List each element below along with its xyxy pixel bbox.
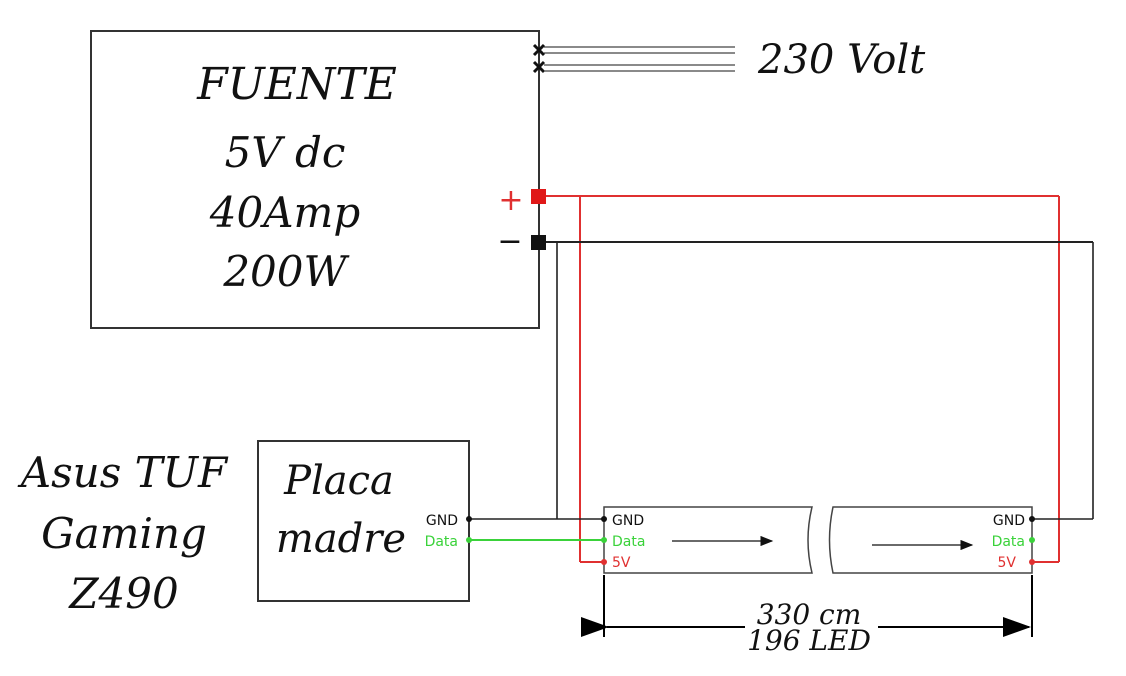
strip-right-gnd-pin <box>1029 516 1035 522</box>
ac-input-terminals <box>532 43 735 74</box>
plus-sign: + <box>498 183 523 218</box>
power-supply-power: 200W <box>222 247 350 296</box>
motherboard-name-line3: Z490 <box>67 569 178 618</box>
motherboard-box-line2: madre <box>276 516 406 562</box>
power-supply-current: 40Amp <box>209 188 361 237</box>
strip-led-count-label: 196 LED <box>747 624 871 657</box>
ac-input-label: 230 Volt <box>757 37 926 83</box>
strip-right-5v-pin <box>1029 559 1035 565</box>
power-supply-title: FUENTE <box>196 59 397 110</box>
strip-left-data-label: Data <box>612 534 645 550</box>
motherboard-name-line1: Asus TUF <box>17 448 229 497</box>
positive-wire <box>546 195 1060 563</box>
power-supply-voltage: 5V dc <box>225 128 346 177</box>
ground-wire <box>469 241 1094 520</box>
negative-terminal <box>531 235 546 250</box>
motherboard-name-line2: Gaming <box>41 509 207 558</box>
strip-length-label: 330 cm <box>757 598 862 631</box>
strip-left-gnd-label: GND <box>612 513 644 529</box>
strip-left-5v-pin <box>601 559 607 565</box>
strip-right-data-pin <box>1029 537 1035 543</box>
strip-left-gnd-pin <box>601 516 607 522</box>
strip-right-gnd-label: GND <box>993 513 1025 529</box>
led-strip-left-segment <box>603 506 813 574</box>
minus-sign: − <box>497 224 522 259</box>
positive-terminal <box>531 189 546 204</box>
motherboard-gnd-pin-label: GND <box>426 513 458 529</box>
power-supply-box <box>90 30 540 329</box>
strip-left-5v-label: 5V <box>612 555 631 571</box>
motherboard-data-pin-label: Data <box>425 534 458 550</box>
strip-left-data-pin <box>601 537 607 543</box>
strip-right-data-label: Data <box>992 534 1025 550</box>
motherboard-gnd-pin <box>466 516 472 522</box>
strip-right-5v-label: 5V <box>998 555 1017 571</box>
motherboard-box-line1: Placa <box>283 458 394 504</box>
motherboard-box <box>257 440 470 602</box>
motherboard-data-pin <box>466 537 472 543</box>
led-strip-right-segment <box>828 506 1033 574</box>
